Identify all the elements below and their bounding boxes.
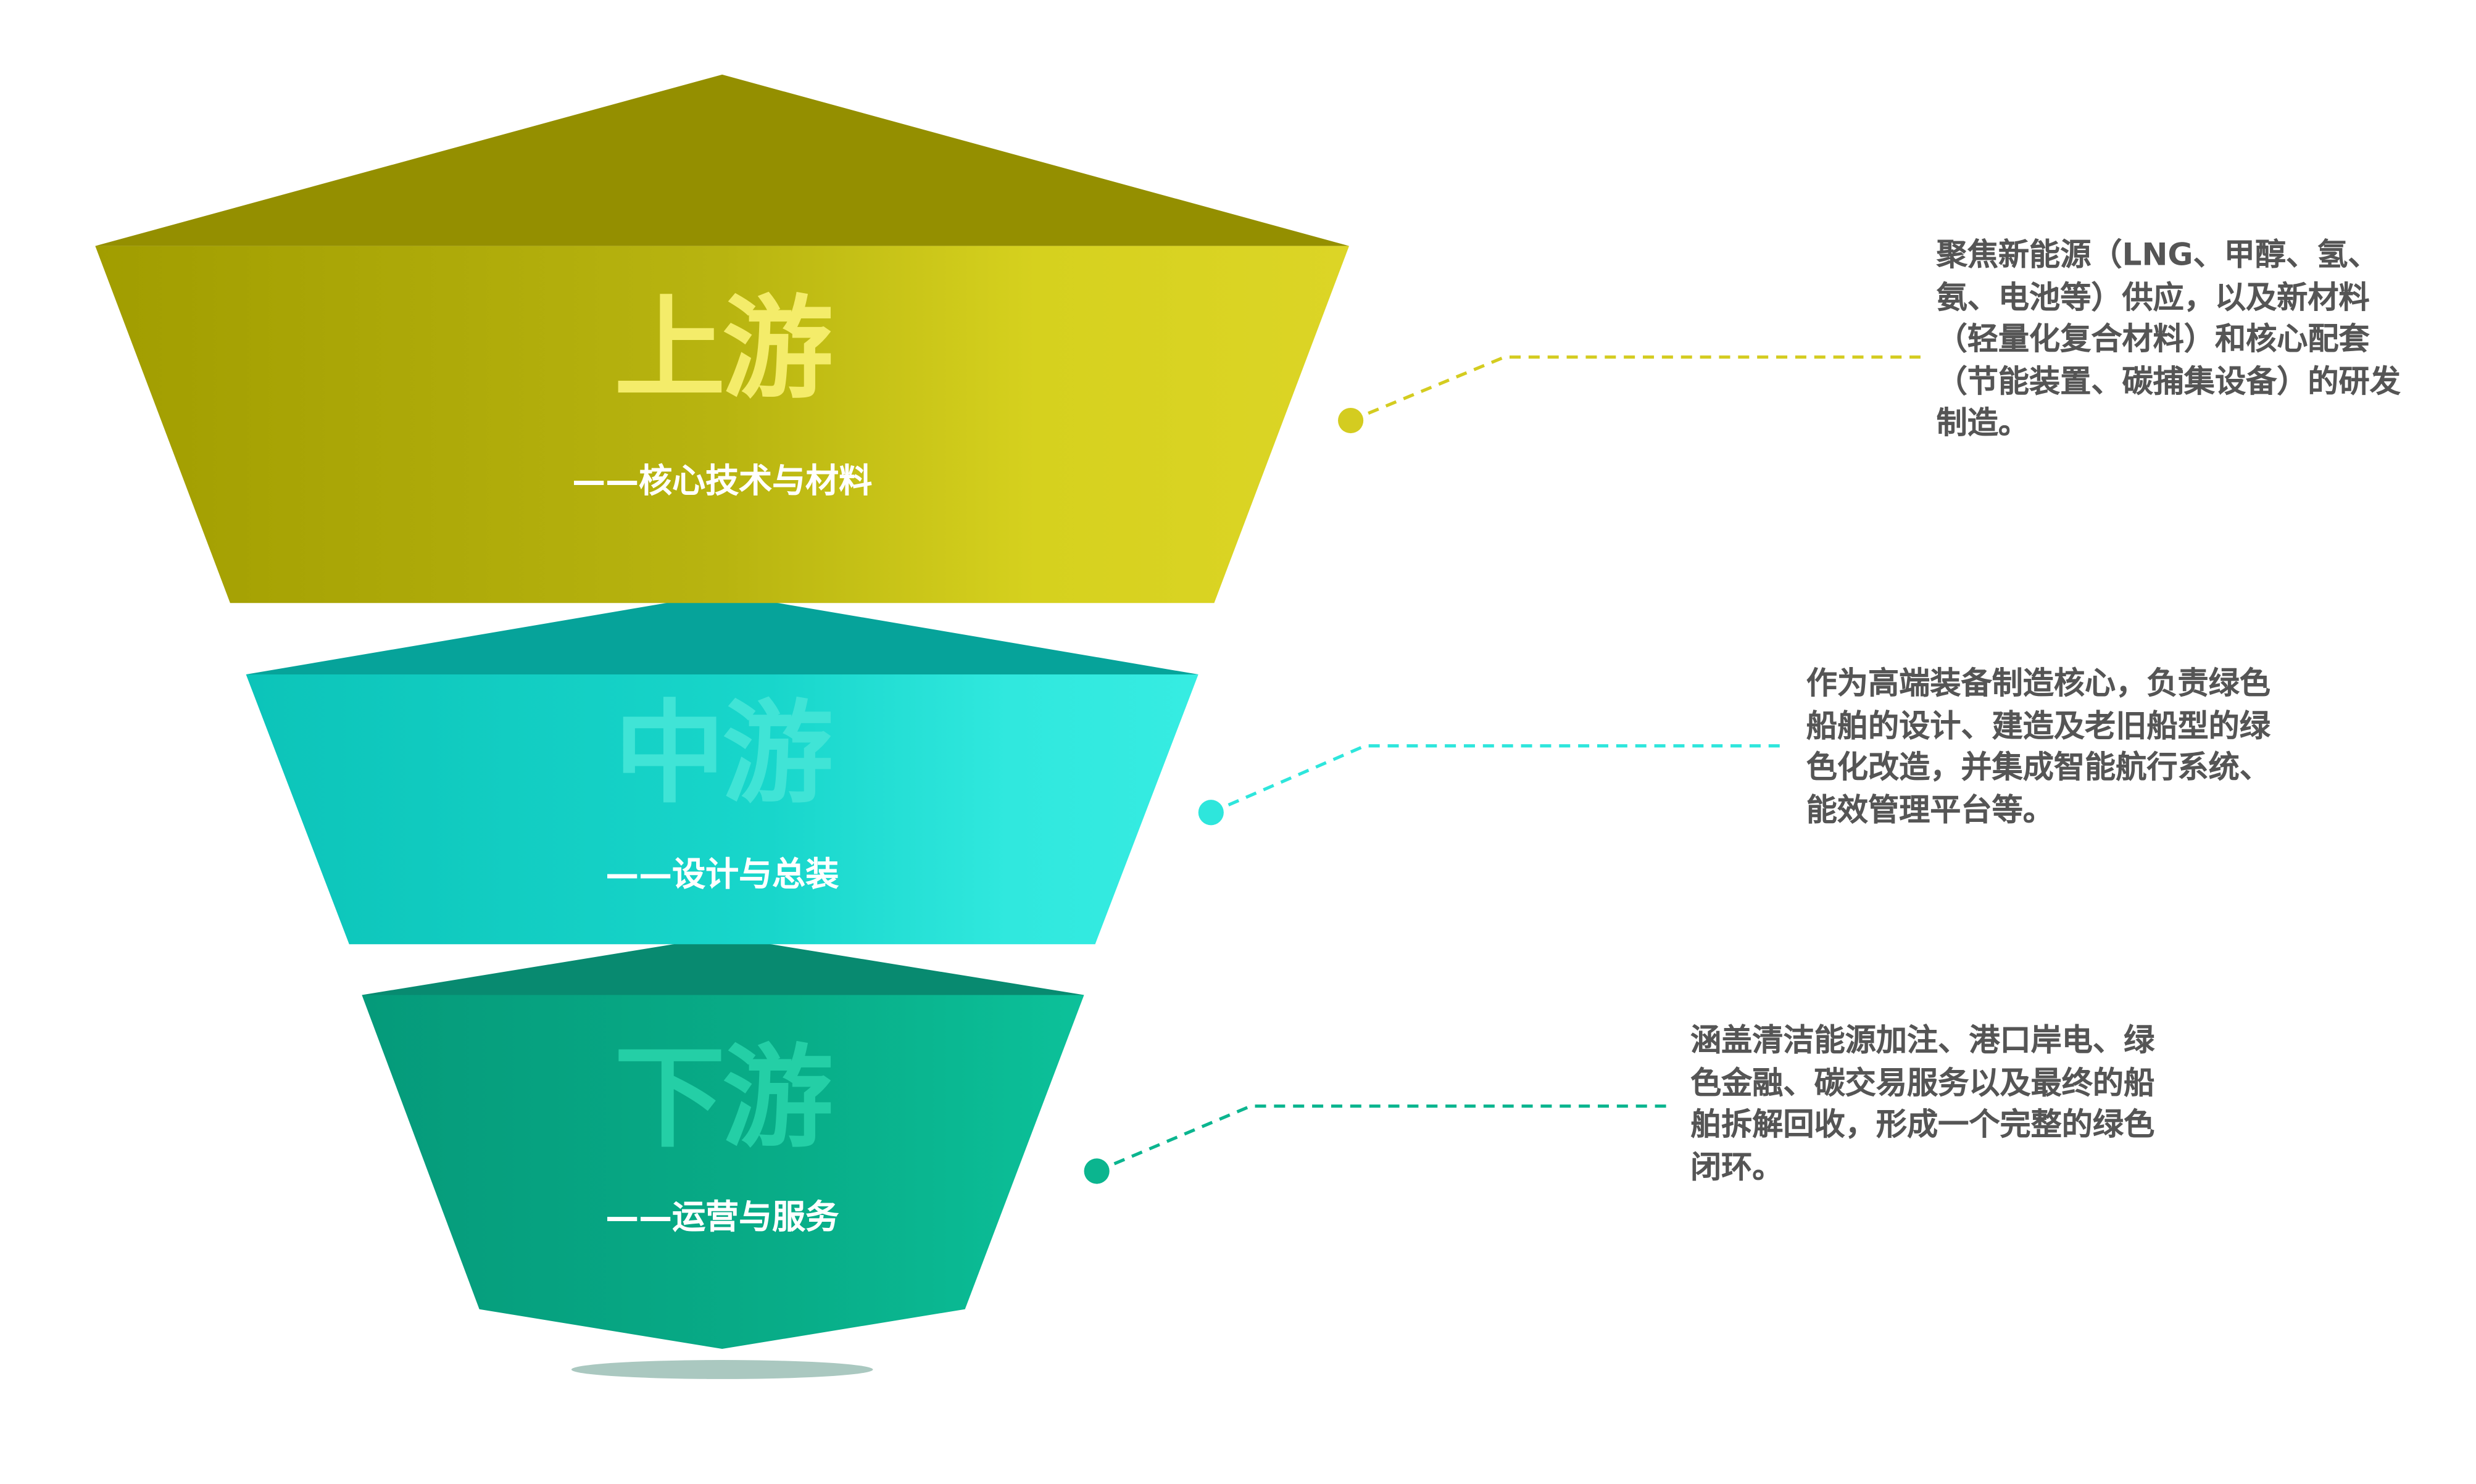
desc-line: 色化改造，并集成智能航行系统、	[1806, 748, 2270, 786]
midstream-title: 中游	[614, 689, 833, 819]
desc-line: （轻量化复合材料）和核心配套	[1936, 320, 2370, 357]
connector-dot	[1198, 800, 1224, 826]
upstream-description: 聚焦新能源（LNG、甲醇、氢、 氨、电池等）供应，以及新材料 （轻量化复合材料）…	[1937, 235, 2401, 446]
midstream-description: 作为高端装备制造核心，负责绿色 船舶的设计、建造及老旧船型的绿 色化改造，并集成…	[1806, 663, 2270, 832]
downstream-description: 涵盖清洁能源加注、港口岸电、绿 色金融、碳交易服务以及最终的船 舶拆解回收，形成…	[1690, 1021, 2154, 1189]
top-cap	[95, 74, 1350, 246]
desc-line: 色金融、碳交易服务以及最终的船	[1690, 1064, 2155, 1101]
top-band	[95, 246, 1350, 603]
bottom-cap	[362, 936, 1084, 995]
funnel-shadow	[571, 1360, 873, 1379]
desc-line: 聚焦新能源（LNG、甲醇、氢、	[1936, 236, 2379, 273]
connector-downstream	[1084, 1104, 1667, 1184]
bottom-band	[362, 995, 1084, 1349]
connector-dot	[1338, 407, 1364, 434]
desc-line: 作为高端装备制造核心，负责绿色	[1806, 665, 2270, 702]
middle-band	[246, 674, 1199, 945]
downstream-subtitle: ——运营与服务	[605, 1198, 839, 1237]
downstream-title: 下游	[614, 1033, 833, 1164]
upstream-title: 上游	[614, 284, 833, 415]
connector-upstream	[1338, 355, 1921, 434]
desc-line: 能效管理平台等。	[1806, 791, 2054, 828]
desc-line: 闭环。	[1690, 1148, 1784, 1185]
connector-midstream	[1198, 744, 1781, 826]
middle-cap	[246, 593, 1199, 675]
upstream-subtitle: ——核心技术与材料	[572, 462, 873, 500]
desc-line: 氨、电池等）供应，以及新材料	[1936, 278, 2370, 315]
midstream-subtitle: ——设计与总装	[605, 855, 839, 893]
desc-line: 船舶的设计、建造及老旧船型的绿	[1806, 707, 2270, 744]
desc-line: 舶拆解回收，形成一个完整的绿色	[1690, 1106, 2155, 1143]
desc-line: 涵盖清洁能源加注、港口岸电、绿	[1690, 1022, 2155, 1059]
desc-line: （节能装置、碳捕集设备）的研发	[1936, 362, 2401, 399]
connector-dot	[1084, 1158, 1110, 1184]
desc-line: 制造。	[1936, 404, 2030, 441]
